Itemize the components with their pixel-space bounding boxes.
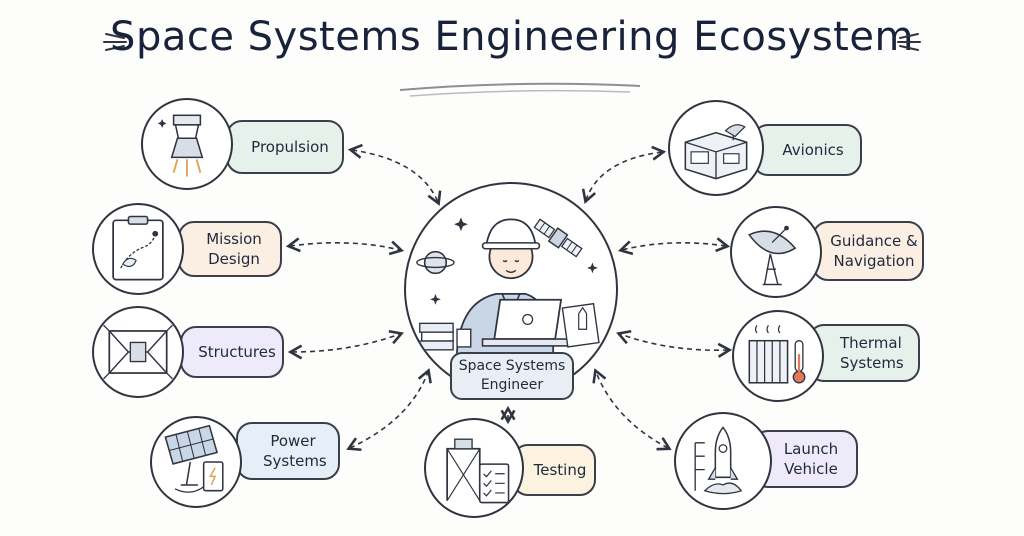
thermal-systems-label-pill: Thermal Systems	[808, 324, 920, 382]
testing-icon-circle	[424, 418, 524, 518]
propulsion-label-pill: Propulsion	[226, 120, 344, 174]
launch-vehicle-label: Launch Vehicle	[783, 440, 839, 478]
arrow-guidance	[617, 237, 731, 256]
arrow-thermal	[616, 329, 733, 358]
structures-icon-circle	[92, 306, 184, 398]
arrow-mission-design	[285, 237, 405, 256]
guidance-navigation-label-pill: Guidance & Navigation	[812, 221, 924, 281]
launch-vehicle-icon-circle	[674, 412, 772, 510]
truss-structure-icon	[103, 324, 173, 380]
launch-vehicle-label-pill: Launch Vehicle	[752, 430, 858, 488]
arrow-structures	[287, 329, 404, 360]
rocket-launch-pad-icon	[694, 426, 743, 495]
power-systems-label: Power Systems	[263, 432, 327, 470]
thermal-systems-label: Thermal Systems	[840, 334, 904, 372]
arrow-propulsion	[347, 143, 442, 206]
testing-label: Testing	[533, 461, 587, 479]
propulsion-icon-circle	[141, 98, 233, 190]
mission-design-label-pill: Mission Design	[178, 221, 282, 277]
arrow-power-systems	[346, 368, 432, 452]
test-stand-checklist-icon	[446, 438, 510, 504]
arrow-avionics	[581, 145, 667, 204]
mission-design-icon-circle	[92, 203, 184, 295]
title-decoration-right	[897, 33, 921, 51]
clipboard-trajectory-icon	[112, 215, 164, 281]
avionics-icon-circle	[668, 100, 764, 196]
mission-design-label: Mission Design	[206, 230, 262, 268]
rocket-engine-icon	[157, 114, 204, 177]
thermal-systems-icon-circle	[732, 310, 824, 402]
structures-label: Structures	[198, 343, 276, 361]
testing-label-pill: Testing	[512, 444, 596, 496]
avionics-label-pill: Avionics	[752, 124, 862, 176]
avionics-box-icon	[684, 124, 748, 180]
guidance-navigation-icon-circle	[730, 206, 822, 298]
planet-icon	[416, 250, 455, 275]
satellite-icon	[533, 218, 583, 258]
title-underline-2	[409, 89, 631, 97]
avionics-label: Avionics	[782, 141, 844, 159]
satellite-dish-icon	[748, 225, 797, 286]
guidance-navigation-label: Guidance & Navigation	[830, 232, 918, 270]
title-underline	[399, 82, 641, 91]
arrow-launch	[592, 368, 672, 451]
structures-label-pill: Structures	[180, 326, 284, 378]
radiator-thermometer-icon	[748, 325, 806, 384]
power-systems-icon-circle	[150, 416, 242, 508]
title-decoration-left	[103, 33, 127, 51]
center-label: Space Systems Engineer	[450, 352, 574, 400]
solar-panel-battery-icon	[164, 424, 224, 493]
page-title: Space Systems Engineering Ecosystem	[110, 14, 914, 60]
propulsion-label: Propulsion	[251, 138, 329, 156]
power-systems-label-pill: Power Systems	[236, 422, 340, 480]
